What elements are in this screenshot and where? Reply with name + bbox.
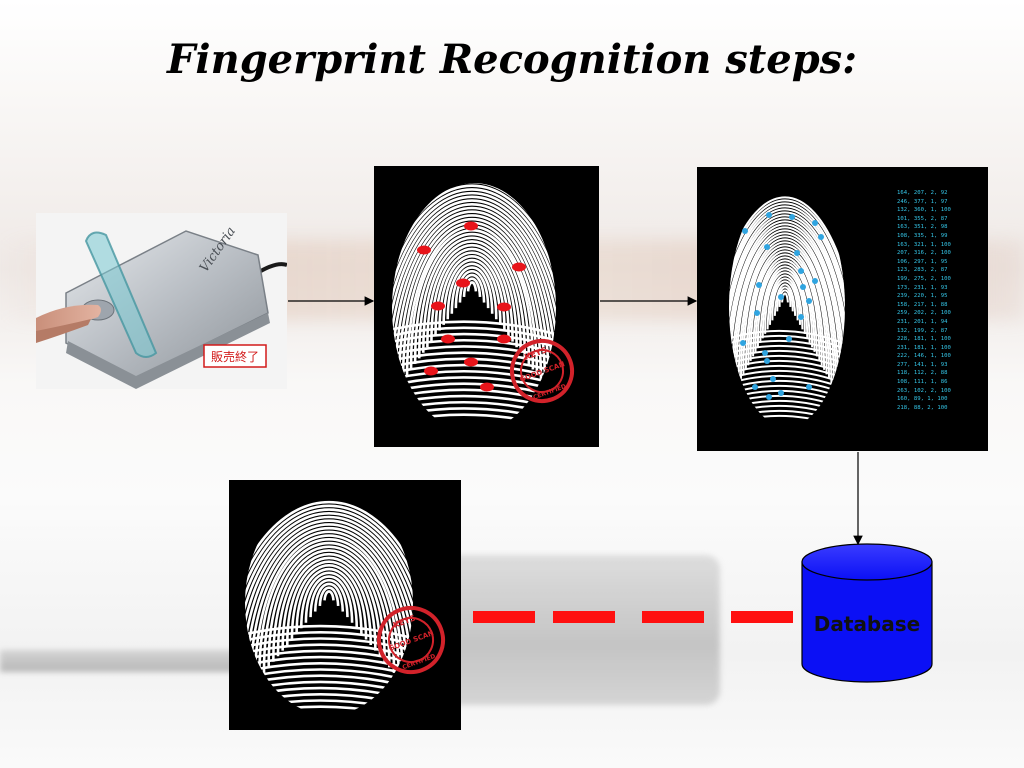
background-scanner: [430, 555, 720, 705]
coordinate-line: 118, 112, 2, 88: [897, 370, 948, 377]
minutia-marker: [497, 302, 511, 312]
coordinate-line: 123, 283, 2, 87: [897, 267, 948, 274]
coordinate-line: 101, 355, 2, 87: [897, 215, 948, 222]
coordinate-line: 173, 231, 1, 93: [897, 284, 948, 291]
template-marker: [794, 250, 800, 256]
template-marker: [789, 214, 795, 220]
template-marker: [770, 376, 776, 382]
scanner-photo: Victoria 販売終了: [36, 213, 287, 389]
fingerprint-template-image: 164, 207, 2, 92 246, 377, 1, 97 132, 360, …: [697, 167, 988, 451]
minutia-marker: [431, 301, 445, 311]
minutia-marker: [417, 245, 431, 255]
coordinate-line: 263, 102, 2, 100: [897, 387, 951, 394]
template-marker: [762, 350, 768, 356]
coordinate-line: 108, 335, 1, 99: [897, 232, 948, 239]
coordinate-line: 163, 351, 2, 98: [897, 224, 948, 231]
minutia-marker: [512, 262, 526, 272]
dash-segment: [553, 611, 615, 623]
template-marker: [806, 298, 812, 304]
minutia-marker: [464, 221, 478, 231]
fingerprint-minutiae-image: KEYS GOOD SCAN CERTIFIED: [374, 166, 599, 447]
database-label: Database: [813, 612, 921, 636]
template-marker: [798, 314, 804, 320]
template-marker: [764, 358, 770, 364]
coordinate-line: 132, 199, 2, 87: [897, 327, 948, 334]
coordinate-line: 132, 360, 1, 100: [897, 207, 951, 214]
template-marker: [800, 284, 806, 290]
coordinate-line: 108, 111, 1, 86: [897, 379, 948, 386]
minutia-marker: [456, 278, 470, 288]
slide-title: Fingerprint Recognition steps:: [167, 36, 857, 83]
minutia-marker: [424, 366, 438, 376]
coordinate-line: 158, 217, 1, 88: [897, 301, 948, 308]
template-marker: [756, 282, 762, 288]
coordinate-line: 160, 89, 1, 100: [897, 396, 948, 403]
coordinate-line: 228, 181, 1, 100: [897, 336, 951, 343]
template-marker: [742, 228, 748, 234]
dash-segment: [731, 611, 793, 623]
coordinate-line: 199, 275, 2, 100: [897, 275, 951, 282]
coordinate-line: 163, 321, 1, 100: [897, 241, 951, 248]
coordinate-line: 218, 88, 2, 100: [897, 404, 948, 411]
template-marker: [818, 234, 824, 240]
coordinate-line: 106, 297, 1, 95: [897, 258, 948, 265]
coordinate-line: 231, 181, 1, 100: [897, 344, 951, 351]
template-marker: [766, 394, 772, 400]
coordinate-line: 259, 202, 2, 100: [897, 310, 951, 317]
database-cylinder: [801, 543, 933, 683]
template-marker: [752, 384, 758, 390]
template-marker: [740, 340, 746, 346]
minutia-marker: [480, 382, 494, 392]
dashed-match-link: [473, 611, 793, 623]
minutia-marker: [464, 357, 478, 367]
template-marker: [778, 390, 784, 396]
sticker-text: 販売終了: [211, 349, 259, 364]
coordinate-line: 164, 207, 2, 92: [897, 190, 948, 196]
fingerprint-query-image: KEYS GOOD SCAN CERTIFIED: [229, 480, 461, 730]
template-marker: [766, 212, 772, 218]
minutia-marker: [497, 334, 511, 344]
dash-segment: [642, 611, 704, 623]
template-marker: [812, 220, 818, 226]
coordinate-line: 246, 377, 1, 97: [897, 198, 948, 205]
template-marker: [806, 384, 812, 390]
template-marker: [778, 294, 784, 300]
template-marker: [812, 278, 818, 284]
coordinate-line: 207, 316, 2, 100: [897, 250, 951, 257]
coordinate-line: 277, 141, 1, 93: [897, 361, 948, 368]
coordinate-line: 222, 146, 1, 100: [897, 353, 951, 360]
template-marker: [754, 310, 760, 316]
template-marker: [798, 268, 804, 274]
template-marker: [786, 336, 792, 342]
minutia-marker: [441, 334, 455, 344]
template-marker: [764, 244, 770, 250]
coordinate-line: 239, 220, 1, 95: [897, 293, 948, 300]
template-coordinates-list: 164, 207, 2, 92 246, 377, 1, 97 132, 360, …: [897, 189, 983, 412]
coordinate-line: 231, 201, 1, 94: [897, 318, 948, 325]
dash-segment: [473, 611, 535, 623]
